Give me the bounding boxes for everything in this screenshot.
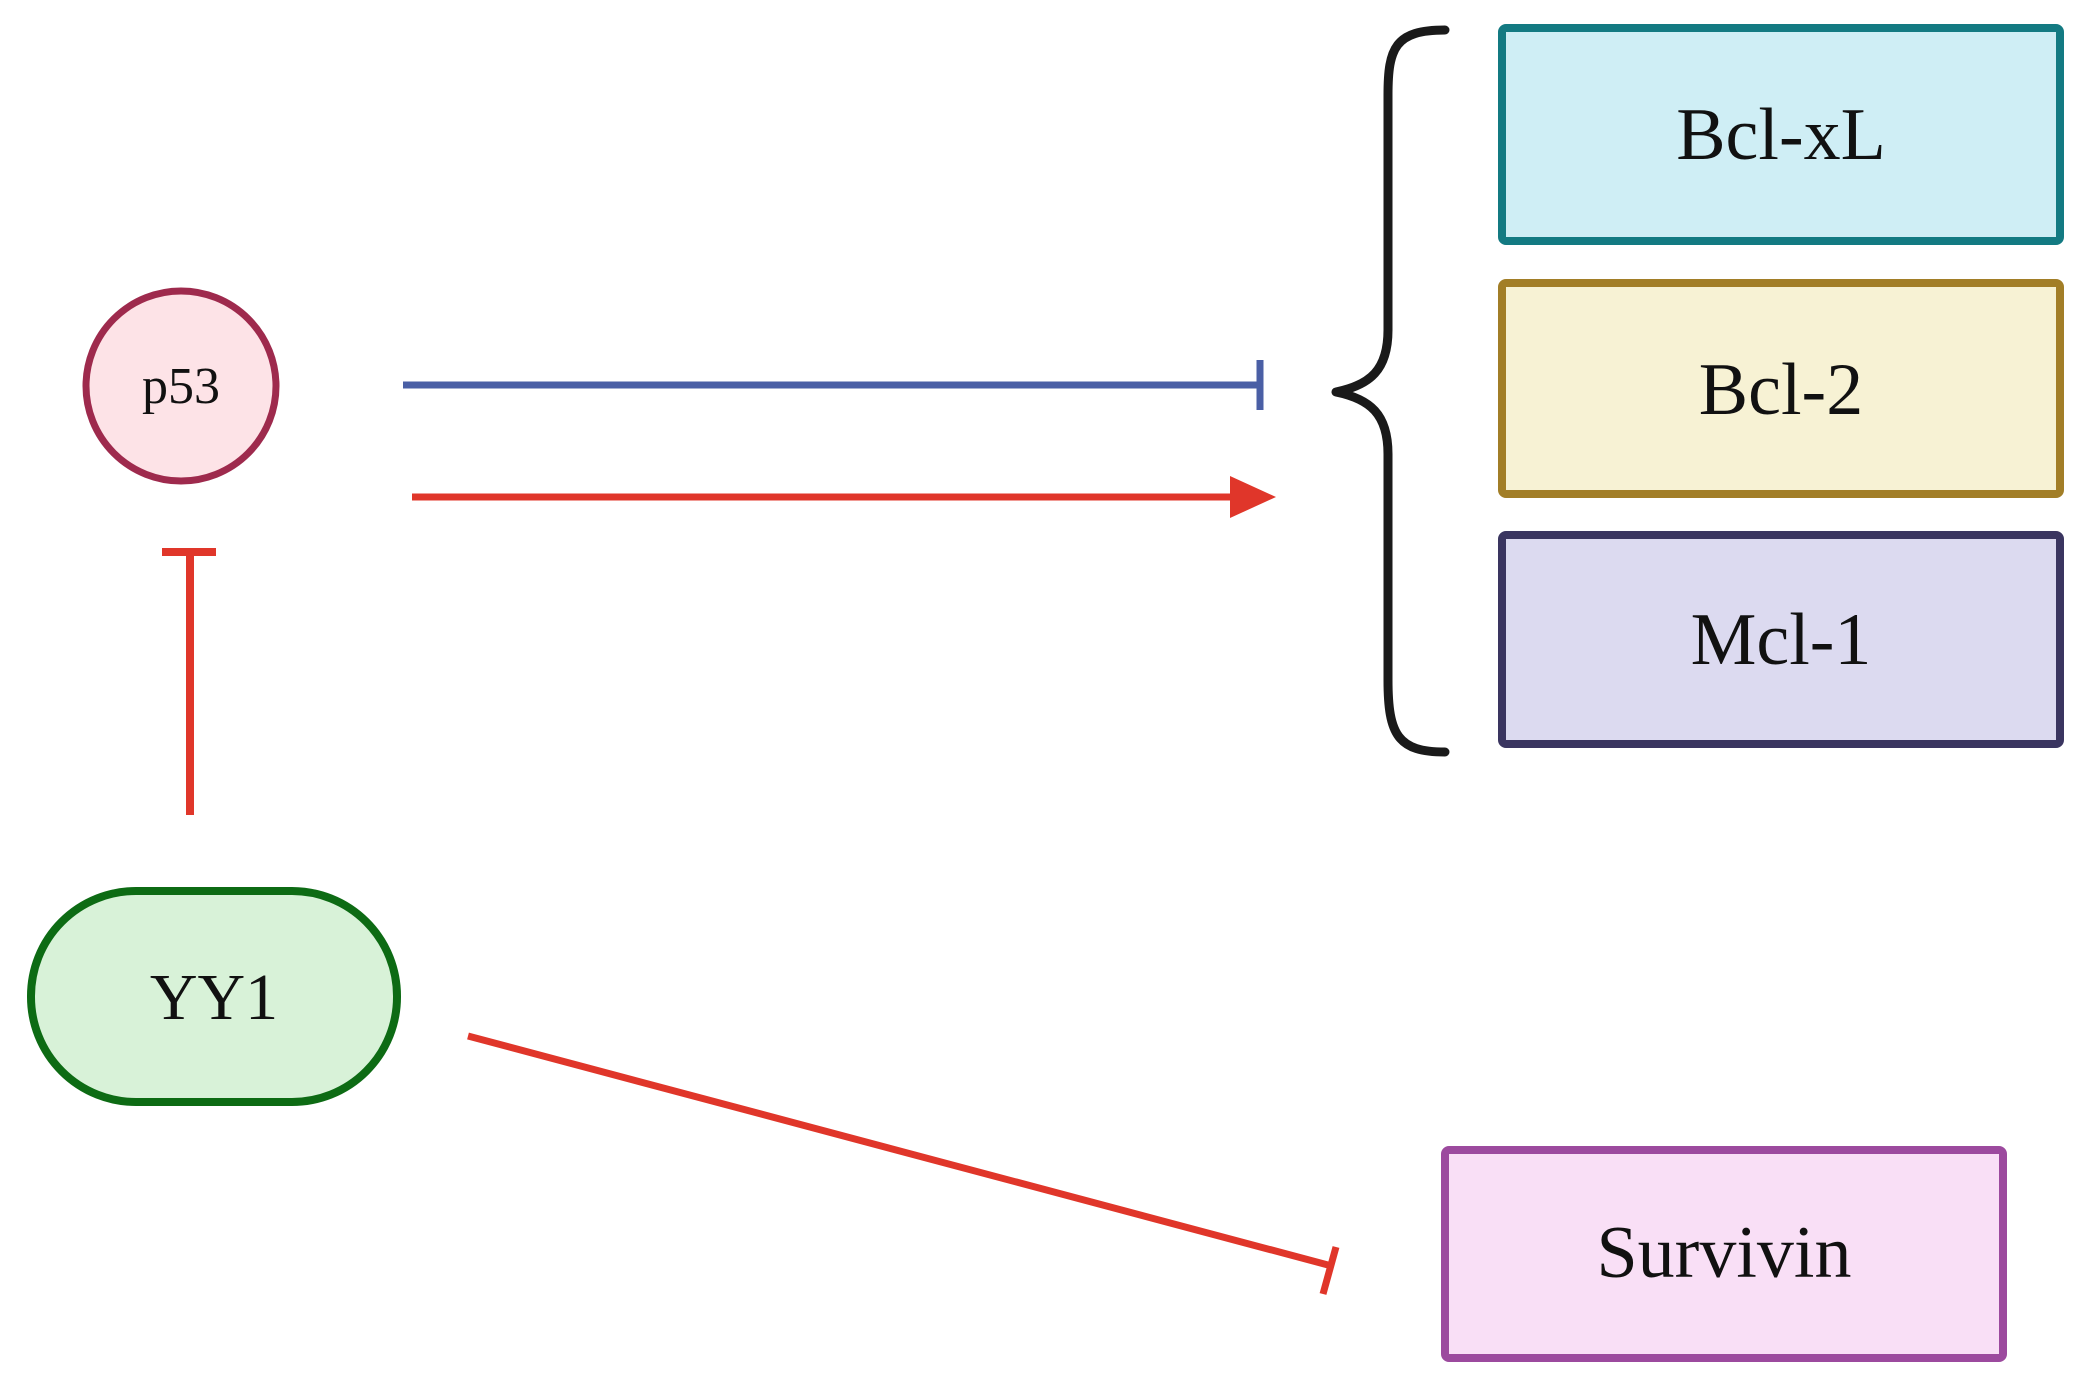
p53-activates-bcl-family-edge xyxy=(412,476,1276,518)
p53-node xyxy=(82,287,280,485)
mcl1-box xyxy=(1498,531,2064,748)
yy1-inhibits-p53-edge xyxy=(162,548,216,815)
yy1-inhibits-survivin-edge xyxy=(467,1032,1340,1295)
p53-inhibits-bcl-family-edge xyxy=(403,360,1264,410)
bcl2-box xyxy=(1498,279,2064,498)
bclxl-box xyxy=(1498,24,2064,245)
yy1-node xyxy=(27,887,401,1106)
survivin-box xyxy=(1441,1146,2007,1362)
bcl-family-brace xyxy=(1331,25,1450,757)
